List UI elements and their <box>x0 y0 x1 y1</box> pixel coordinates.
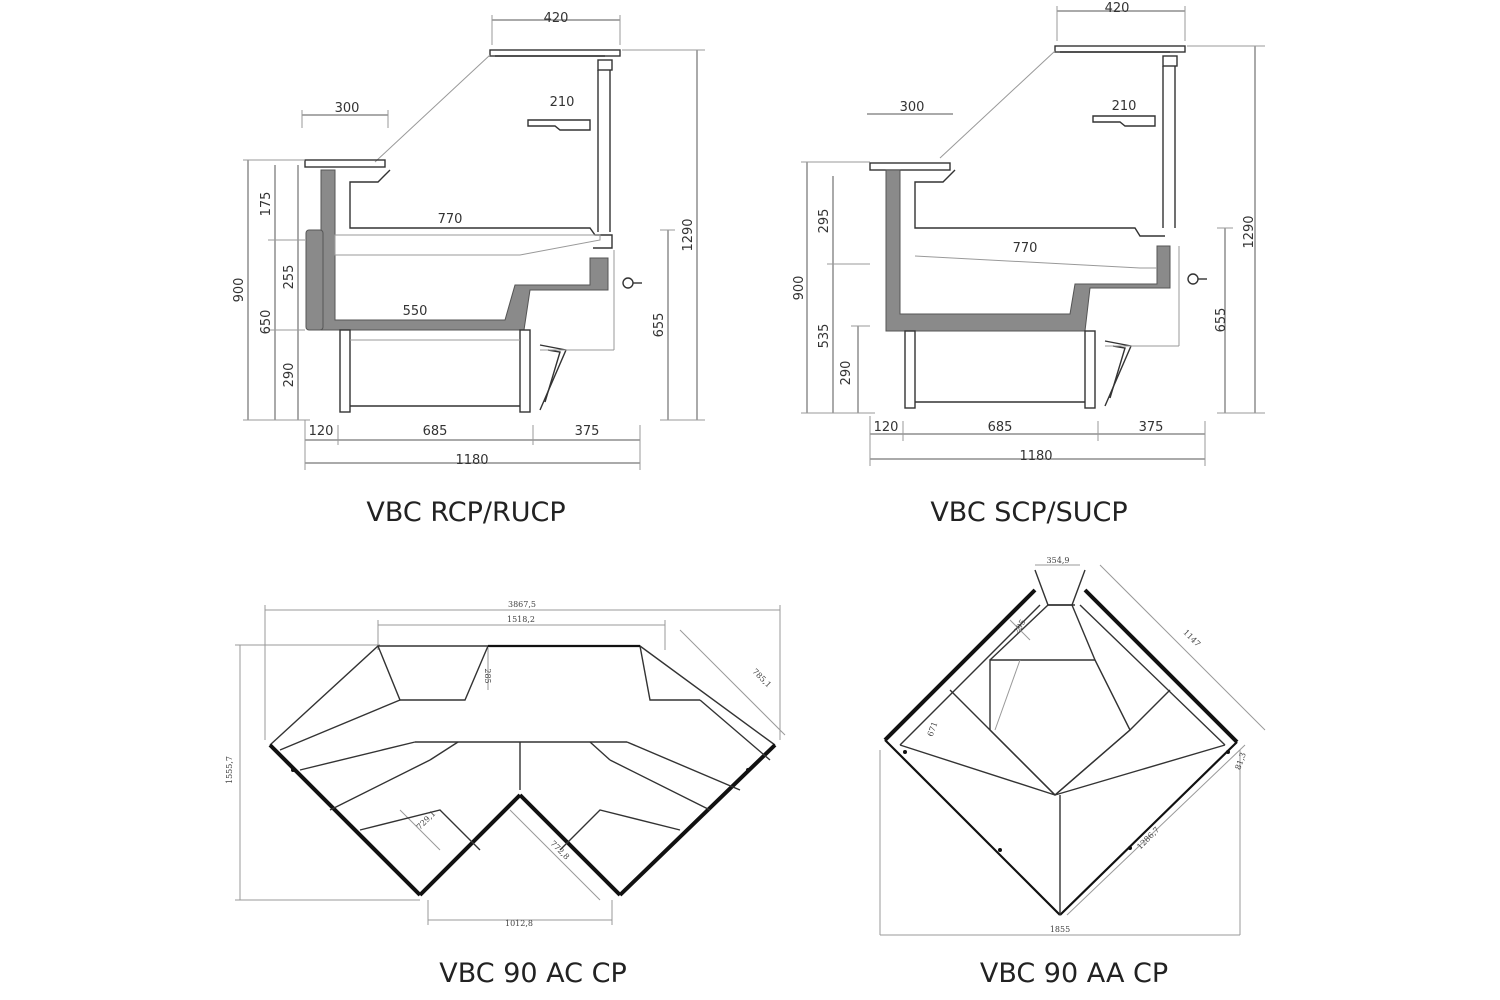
dim-scp-295: 295 <box>817 209 832 234</box>
aa-plan-lines <box>879 564 1266 936</box>
dim-ac-side: 1555,7 <box>225 756 234 784</box>
dim-aa-bottom: 1855 <box>1050 925 1070 934</box>
dim-rcp-1290: 1290 <box>681 218 696 251</box>
dim-ac-depth: 285 <box>483 668 492 683</box>
dim-rcp-210: 210 <box>550 95 575 110</box>
dim-rcp-1180: 1180 <box>455 453 488 468</box>
dim-scp-1180: 1180 <box>1019 449 1052 464</box>
rcp-elevation-lines <box>242 14 706 471</box>
scp-elevation-lines <box>801 6 1265 466</box>
dim-rcp-375: 375 <box>575 424 600 439</box>
dim-rcp-650: 650 <box>259 310 274 335</box>
dim-scp-290: 290 <box>839 361 854 386</box>
dim-rcp-420: 420 <box>544 11 569 26</box>
caption-ac: VBC 90 AC CP <box>439 958 626 989</box>
dim-scp-900: 900 <box>792 276 807 301</box>
dim-ac-diag-right: 785,1 <box>750 667 773 690</box>
dim-aa-diag: 1147 <box>1181 628 1202 649</box>
caption-rcp: VBC RCP/RUCP <box>366 497 565 528</box>
caption-aa: VBC 90 AA CP <box>980 958 1168 989</box>
dim-ac-bottom: 1012,8 <box>505 919 533 928</box>
dim-ac-diag-left: 729,1 <box>415 809 438 832</box>
drawing-rcp: 420 300 210 770 550 175 900 255 650 290 … <box>232 11 706 528</box>
dim-rcp-290: 290 <box>282 363 297 388</box>
dim-scp-655: 655 <box>1214 308 1229 333</box>
dim-aa-top: 354,9 <box>1047 556 1070 565</box>
dim-scp-685: 685 <box>988 420 1013 435</box>
dim-ac-inner: 1518,2 <box>507 615 535 624</box>
dim-scp-420: 420 <box>1105 1 1130 16</box>
dim-rcp-120: 120 <box>309 424 334 439</box>
dim-rcp-900: 900 <box>232 278 247 303</box>
dim-scp-375: 375 <box>1139 420 1164 435</box>
dim-scp-120: 120 <box>874 420 899 435</box>
dim-ac-overall: 3867,5 <box>508 600 536 609</box>
dim-rcp-175: 175 <box>259 192 274 217</box>
dim-rcp-255: 255 <box>282 265 297 290</box>
dim-rcp-300: 300 <box>335 101 360 116</box>
dim-rcp-685: 685 <box>423 424 448 439</box>
caption-scp: VBC SCP/SUCP <box>930 497 1127 528</box>
dim-scp-535: 535 <box>817 324 832 349</box>
dim-rcp-770: 770 <box>438 212 463 227</box>
drawing-aa: 354,9 1147 295 671 1855 1286,7 81,3 VBC … <box>879 556 1266 989</box>
ac-plan-lines <box>235 605 786 925</box>
drawing-scp: 420 300 210 770 295 900 535 290 655 1290… <box>792 1 1265 528</box>
dim-aa-left-diag: 671 <box>926 720 940 737</box>
dim-rcp-550: 550 <box>403 304 428 319</box>
dim-scp-300: 300 <box>900 100 925 115</box>
dim-scp-210: 210 <box>1112 99 1137 114</box>
drawing-ac: 3867,5 1518,2 285 1555,7 785,1 729,1 772… <box>225 600 786 989</box>
dim-rcp-655: 655 <box>652 313 667 338</box>
dim-scp-1290: 1290 <box>1242 215 1257 248</box>
dim-scp-770: 770 <box>1013 241 1038 256</box>
